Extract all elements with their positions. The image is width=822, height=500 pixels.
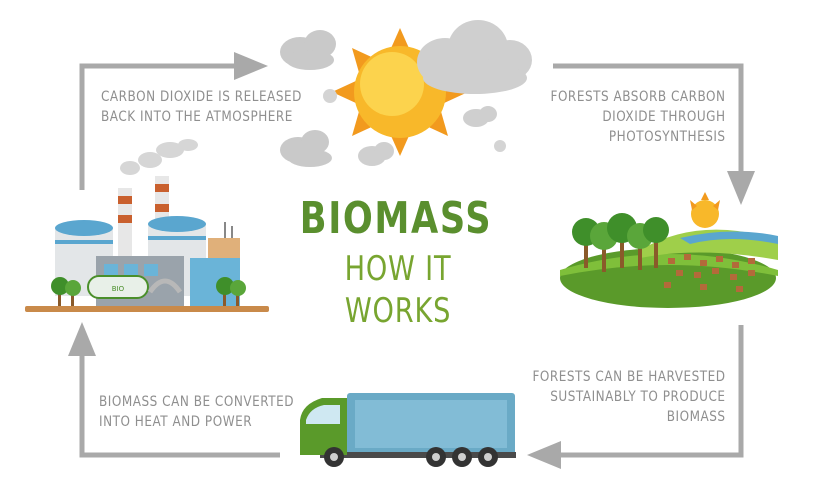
caption-co2-released: CARBON DIOXIDE IS RELEASED BACK INTO THE… (101, 87, 302, 127)
truck-icon (300, 393, 516, 467)
cloud-icon (280, 30, 336, 70)
cloud-icon (463, 106, 497, 127)
caption-line: BIOMASS (667, 409, 726, 425)
bio-tank-label: BIO (112, 285, 125, 293)
factory-icon (25, 139, 269, 312)
arrow-truck-to-factory (79, 355, 280, 458)
caption-line: BIOMASS CAN BE CONVERTED (99, 394, 295, 410)
caption-line: SUSTAINABLY TO PRODUCE (550, 389, 726, 405)
subtitle-how-it-works: HOW IT WORKS (344, 249, 452, 331)
caption-line: BACK INTO THE ATMOSPHERE (101, 109, 293, 125)
caption-biomass-converted: BIOMASS CAN BE CONVERTED INTO HEAT AND P… (99, 392, 294, 432)
caption-line: FORESTS ABSORB CARBON (550, 89, 726, 105)
cloud-icon (280, 130, 332, 167)
caption-line: PHOTOSYNTHESIS (609, 129, 726, 145)
arrow-sky-to-forest (553, 63, 744, 172)
caption-forests-harvested: FORESTS CAN BE HARVESTED SUSTAINABLY TO … (533, 367, 726, 427)
caption-forests-absorb: FORESTS ABSORB CARBON DIOXIDE THROUGH PH… (551, 87, 726, 147)
cycle-arrow-icon (68, 52, 755, 469)
title-biomass: BIOMASS (299, 193, 493, 244)
caption-line: FORESTS CAN BE HARVESTED (532, 369, 726, 385)
forest-icon (560, 192, 778, 308)
arrow-forest-to-truck (560, 325, 744, 458)
cloud-icon (358, 142, 394, 166)
caption-line: INTO HEAT AND POWER (99, 414, 253, 430)
arrow-factory-to-sky (79, 63, 235, 190)
cloud-icon (417, 20, 532, 94)
cloud-icon (323, 89, 506, 152)
caption-line: CARBON DIOXIDE IS RELEASED (101, 89, 302, 105)
caption-line: DIOXIDE THROUGH (602, 109, 726, 125)
